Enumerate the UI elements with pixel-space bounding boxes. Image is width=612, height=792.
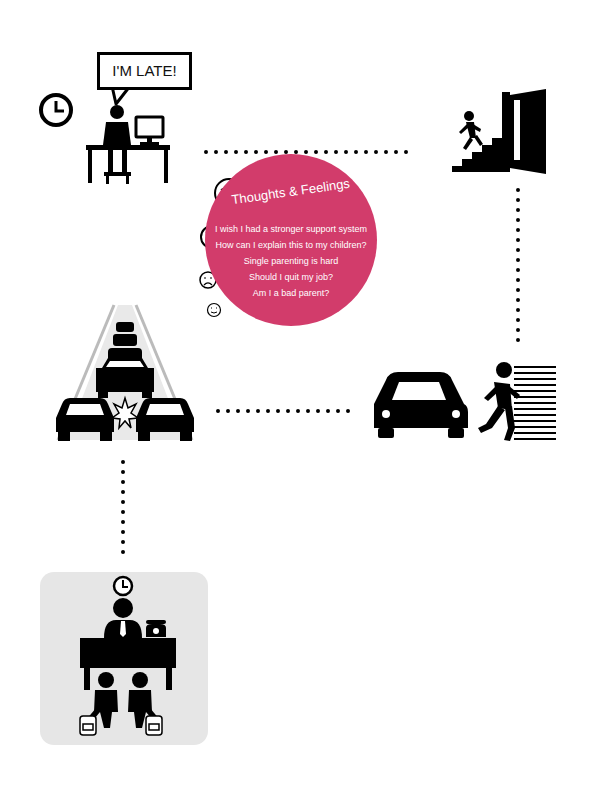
thought-line: Am I a bad parent? (253, 285, 330, 301)
speech-text: I'M LATE! (112, 63, 176, 80)
thought-line: I wish I had a stronger support system (215, 221, 367, 237)
speech-bubble: I'M LATE! (97, 52, 192, 90)
stairs-door-icon (452, 89, 546, 174)
traffic-crash-icon (56, 305, 194, 441)
circle-heading: Thoughts & Feelings (231, 176, 351, 207)
clock-icon (41, 95, 71, 125)
thought-line: How can I explain this to my children? (215, 237, 366, 253)
desk-worker-icon (86, 105, 170, 184)
car-icon (374, 372, 468, 438)
thought-line: Single parenting is hard (244, 253, 339, 269)
thoughts-circle: Thoughts & Feelings I wish I had a strong… (205, 154, 377, 326)
school-office-scene (40, 572, 208, 745)
dotted-path (123, 152, 518, 562)
running-person-icon (478, 362, 556, 441)
thought-line: Should I quit my job? (249, 269, 333, 285)
